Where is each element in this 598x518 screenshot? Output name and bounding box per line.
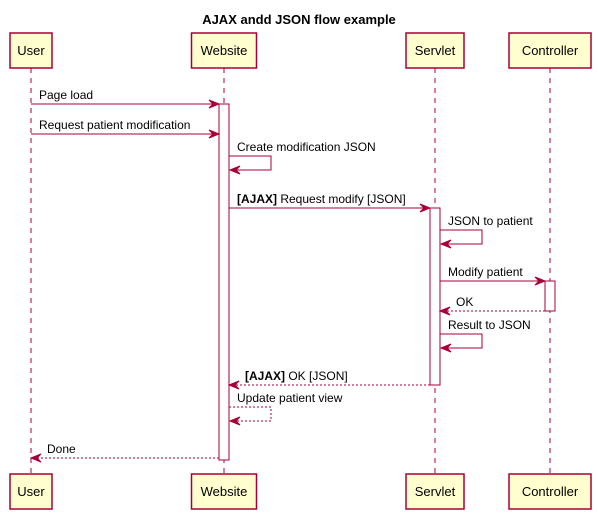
message-line: [440, 229, 483, 245]
participant-box: [508, 473, 592, 510]
message-label: Modify patient: [448, 265, 523, 279]
message-text: Modify patient: [448, 265, 523, 279]
participant-label: User: [17, 43, 45, 58]
participant-label: Servlet: [415, 484, 456, 499]
message-1: Page load: [31, 88, 221, 109]
participant-user-bottom: User: [9, 473, 53, 510]
message-line: [229, 406, 272, 422]
activation-bar-servlet: [429, 207, 441, 386]
message-label: [AJAX] Request modify [JSON]: [237, 192, 406, 206]
arrowhead: [438, 306, 451, 316]
activation-bars: [218, 103, 556, 461]
message-9: [AJAX] OK [JSON]: [227, 369, 430, 390]
message-text: Done: [47, 442, 76, 456]
participant-servlet-bottom: Servlet: [405, 473, 465, 510]
message-label: [AJAX] OK [JSON]: [245, 369, 348, 383]
participant-label: Servlet: [415, 43, 456, 58]
message-text: OK: [456, 295, 473, 309]
participant-label: Controller: [522, 484, 579, 499]
message-label: JSON to patient: [448, 214, 533, 228]
message-text: Result to JSON: [448, 318, 531, 332]
message-text: Update patient view: [237, 391, 343, 405]
message-4: [AJAX] Request modify [JSON]: [229, 192, 432, 213]
message-prefix: [AJAX]: [245, 369, 288, 383]
activation-bar-website: [218, 103, 230, 461]
message-11: Done: [29, 442, 219, 463]
message-label: Result to JSON: [448, 318, 531, 332]
participant-website-bottom: Website: [190, 473, 258, 510]
message-5: JSON to patient: [439, 214, 533, 249]
message-2: Request patient modification: [31, 118, 221, 139]
message-label: Done: [47, 442, 76, 456]
message-text: Create modification JSON: [237, 140, 376, 154]
arrowhead: [439, 239, 452, 249]
arrowhead: [534, 276, 547, 286]
message-prefix: [AJAX]: [237, 192, 280, 206]
participant-user-top: User: [9, 32, 53, 69]
participants: UserUserWebsiteWebsiteServletServletCont…: [9, 32, 592, 510]
arrowhead: [29, 453, 42, 463]
participant-label: Website: [201, 43, 248, 58]
participant-box: [405, 32, 465, 69]
message-7: OK: [438, 295, 545, 316]
participant-controller-bottom: Controller: [508, 473, 592, 510]
participant-label: User: [17, 484, 45, 499]
message-text: Request patient modification: [39, 118, 190, 132]
message-3: Create modification JSON: [228, 140, 376, 175]
participant-label: Website: [201, 484, 248, 499]
arrowhead: [419, 203, 432, 213]
message-label: Update patient view: [237, 391, 343, 405]
arrowhead: [439, 343, 452, 353]
message-label: Request patient modification: [39, 118, 190, 132]
message-8: Result to JSON: [439, 318, 531, 353]
diagram-title: AJAX andd JSON flow example: [202, 12, 396, 27]
message-label: OK: [456, 295, 473, 309]
arrowhead: [228, 416, 241, 426]
participant-box: [190, 473, 258, 510]
participant-controller-top: Controller: [508, 32, 592, 69]
activation-bar-controller: [544, 280, 556, 312]
message-line: [440, 333, 483, 349]
message-10: Update patient view: [228, 391, 343, 426]
participant-box: [190, 32, 258, 69]
message-label: Create modification JSON: [237, 140, 376, 154]
participant-box: [508, 32, 592, 69]
message-6: Modify patient: [440, 265, 547, 286]
arrowhead: [228, 165, 241, 175]
participant-servlet-top: Servlet: [405, 32, 465, 69]
participant-label: Controller: [522, 43, 579, 58]
message-text: JSON to patient: [448, 214, 533, 228]
participant-box: [9, 473, 53, 510]
message-text: Request modify [JSON]: [280, 192, 405, 206]
arrowhead: [227, 380, 240, 390]
message-line: [229, 155, 272, 171]
participant-box: [9, 32, 53, 69]
participant-box: [405, 473, 465, 510]
arrowhead: [208, 99, 221, 109]
message-text: OK [JSON]: [288, 369, 347, 383]
message-text: Page load: [39, 88, 93, 102]
participant-website-top: Website: [190, 32, 258, 69]
message-label: Page load: [39, 88, 93, 102]
arrowhead: [208, 129, 221, 139]
